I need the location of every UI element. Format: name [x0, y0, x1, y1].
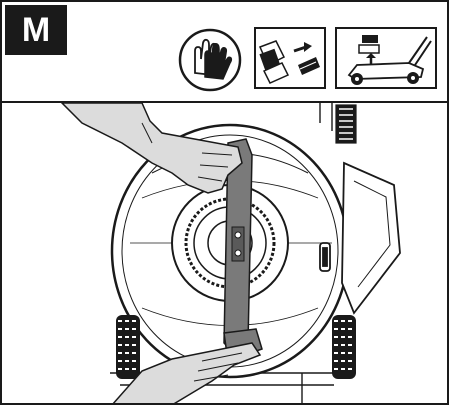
mower-blade-access-icon	[335, 27, 437, 89]
discharge-chute	[319, 161, 401, 315]
upper-gloved-hand	[60, 103, 243, 194]
panel-header: M	[2, 2, 447, 103]
step-badge: M	[5, 5, 67, 55]
front-wheel-right	[332, 315, 356, 379]
front-wheel-left	[116, 315, 140, 379]
battery-removal-icon	[254, 27, 326, 89]
protective-gloves-icon	[177, 27, 243, 93]
rear-wheel-right	[335, 104, 357, 144]
lower-gloved-hand	[112, 342, 262, 403]
blade-removal-illustration	[2, 103, 447, 403]
